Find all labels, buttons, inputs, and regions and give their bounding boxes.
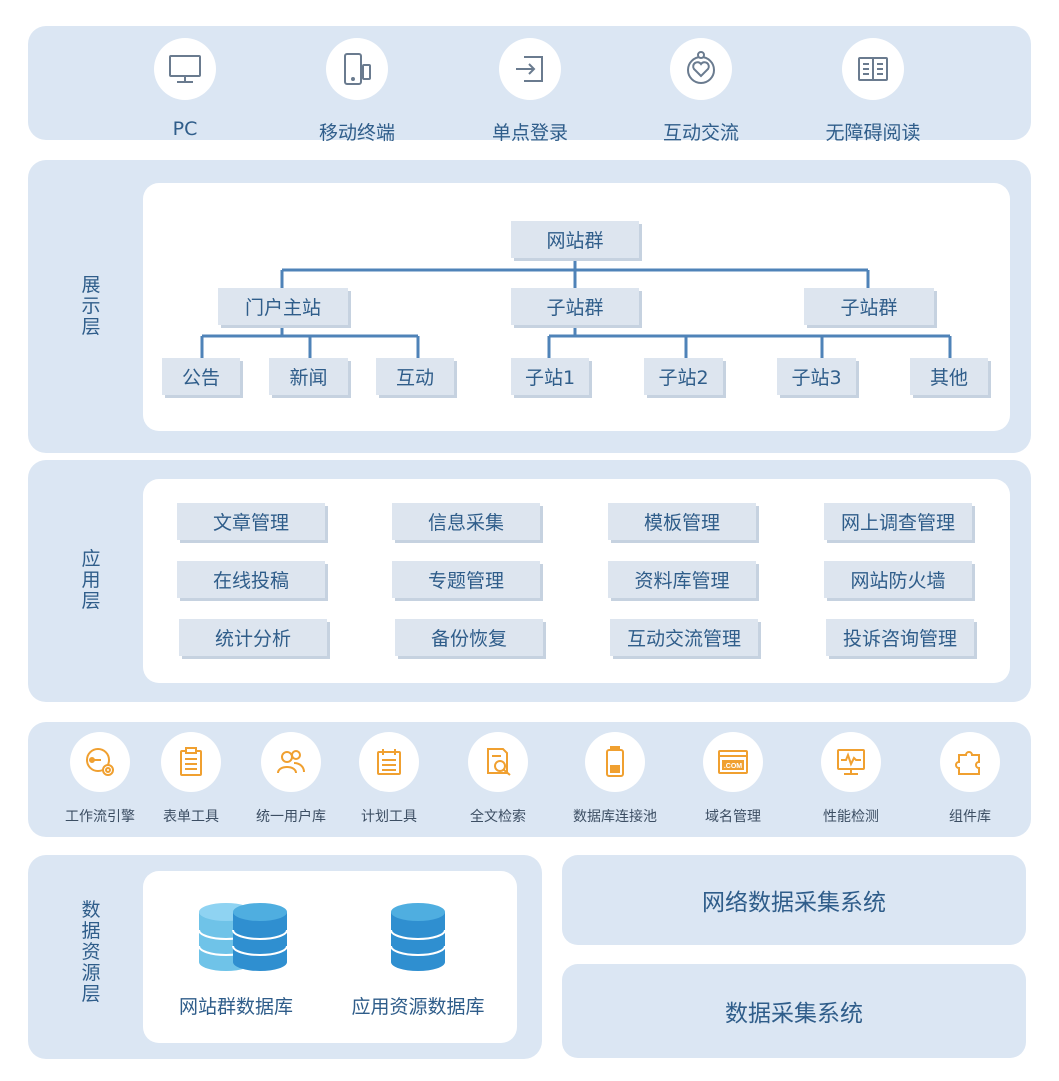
- data-layer-label: 数据资源层: [81, 899, 101, 1005]
- module-survey-management[interactable]: 网上调查管理: [824, 503, 972, 540]
- database-icon: [390, 903, 446, 971]
- tree-group-portal[interactable]: 门户主站: [218, 288, 348, 325]
- tool-label: 域名管理: [705, 809, 761, 825]
- domain-com-icon: .COM: [703, 732, 763, 792]
- access-label: 单点登录: [491, 122, 568, 144]
- tool-label: 表单工具: [163, 809, 219, 825]
- access-label: 无障碍阅读: [825, 122, 921, 144]
- application-layer-label: 应用层: [81, 548, 101, 612]
- display-layer-label: 展示层: [81, 274, 101, 338]
- access-pc[interactable]: PC: [130, 38, 240, 140]
- access-label: 互动交流: [662, 122, 739, 144]
- monitor-pulse-icon: [821, 732, 881, 792]
- tool-component-library[interactable]: 组件库: [910, 732, 1030, 826]
- tool-db-connection-pool[interactable]: 数据库连接池: [555, 732, 675, 826]
- tree-leaf-notice[interactable]: 公告: [162, 358, 240, 395]
- access-mobile[interactable]: 移动终端: [302, 38, 412, 145]
- puzzle-icon: [940, 732, 1000, 792]
- tree-leaf-other[interactable]: 其他: [910, 358, 988, 395]
- tool-workflow-engine[interactable]: 工作流引擎: [40, 732, 160, 826]
- login-icon: [499, 38, 561, 100]
- db-label: 网站群数据库: [178, 996, 293, 1018]
- heart-chat-icon: [670, 38, 732, 100]
- mobile-icon: [326, 38, 388, 100]
- access-interaction[interactable]: 互动交流: [646, 38, 756, 145]
- access-label: PC: [172, 118, 198, 140]
- tree-leaf-subsite-2[interactable]: 子站2: [644, 358, 723, 395]
- tool-label: 全文检索: [470, 809, 526, 825]
- calendar-icon: [359, 732, 419, 792]
- tool-label: 工作流引擎: [65, 809, 135, 825]
- module-topic-management[interactable]: 专题管理: [392, 561, 540, 598]
- module-library-management[interactable]: 资料库管理: [608, 561, 756, 598]
- module-online-submission[interactable]: 在线投稿: [177, 561, 325, 598]
- tool-fulltext-search[interactable]: 全文检索: [438, 732, 558, 826]
- access-accessible-reading[interactable]: 无障碍阅读: [818, 38, 928, 145]
- document-search-icon: [468, 732, 528, 792]
- tool-performance-monitor[interactable]: 性能检测: [791, 732, 911, 826]
- tree-leaf-interaction[interactable]: 互动: [376, 358, 454, 395]
- db-label: 应用资源数据库: [351, 996, 485, 1018]
- module-backup-restore[interactable]: 备份恢复: [395, 619, 543, 656]
- network-data-collection-system[interactable]: 网络数据采集系统: [562, 855, 1026, 945]
- module-firewall[interactable]: 网站防火墙: [824, 561, 972, 598]
- tool-label: 统一用户库: [256, 809, 326, 825]
- book-icon: [842, 38, 904, 100]
- tool-label: 组件库: [949, 809, 991, 825]
- module-template-management[interactable]: 模板管理: [608, 503, 756, 540]
- users-icon: [261, 732, 321, 792]
- tool-label: 计划工具: [361, 809, 417, 825]
- module-statistics[interactable]: 统计分析: [179, 619, 327, 656]
- module-article-management[interactable]: 文章管理: [177, 503, 325, 540]
- tool-unified-users[interactable]: 统一用户库: [231, 732, 351, 826]
- tree-group-subsites[interactable]: 子站群: [511, 288, 639, 325]
- database-stack-icon: [198, 903, 288, 971]
- access-label: 移动终端: [318, 122, 395, 144]
- module-complaint-management[interactable]: 投诉咨询管理: [826, 619, 974, 656]
- tool-form[interactable]: 表单工具: [131, 732, 251, 826]
- svg-text:.COM: .COM: [724, 763, 742, 770]
- tree-root-node[interactable]: 网站群: [511, 221, 639, 258]
- tree-leaf-news[interactable]: 新闻: [269, 358, 348, 395]
- battery-icon: [585, 732, 645, 792]
- db-application-resources[interactable]: 应用资源数据库: [343, 900, 493, 1019]
- tool-domain-management[interactable]: .COM 域名管理: [673, 732, 793, 826]
- access-sso[interactable]: 单点登录: [475, 38, 585, 145]
- db-site-group[interactable]: 网站群数据库: [166, 900, 306, 1019]
- tool-label: 数据库连接池: [573, 809, 657, 825]
- module-interaction-management[interactable]: 互动交流管理: [610, 619, 758, 656]
- data-collection-system[interactable]: 数据采集系统: [562, 964, 1026, 1058]
- workflow-gear-icon: [70, 732, 130, 792]
- tool-planner[interactable]: 计划工具: [329, 732, 449, 826]
- monitor-icon: [154, 38, 216, 100]
- tool-label: 性能检测: [823, 809, 879, 825]
- module-info-collection[interactable]: 信息采集: [392, 503, 540, 540]
- tree-leaf-subsite-3[interactable]: 子站3: [777, 358, 856, 395]
- tree-group-subsites-2[interactable]: 子站群: [804, 288, 934, 325]
- clipboard-icon: [161, 732, 221, 792]
- tree-leaf-subsite-1[interactable]: 子站1: [511, 358, 589, 395]
